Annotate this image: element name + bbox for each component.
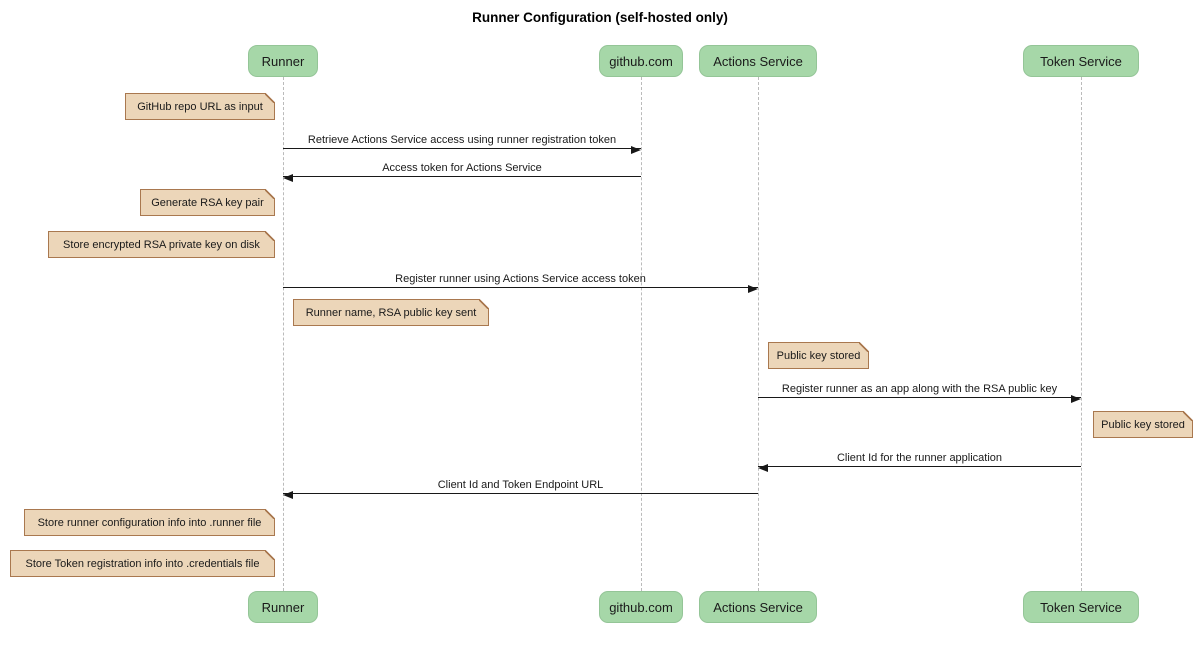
lifeline-token-service <box>1081 77 1082 591</box>
message-line <box>283 148 641 149</box>
participant-runner-bottom: Runner <box>248 591 318 623</box>
arrowhead-right-icon <box>748 284 758 293</box>
participant-runner-top: Runner <box>248 45 318 77</box>
participant-github-bottom: github.com <box>599 591 683 623</box>
message-client-id-token-endpoint: Client Id and Token Endpoint URL <box>283 476 758 499</box>
participant-actions-service-bottom: Actions Service <box>699 591 817 623</box>
lifeline-github <box>641 77 642 591</box>
message-label: Retrieve Actions Service access using ru… <box>307 134 617 146</box>
message-retrieve-actions-service-access: Retrieve Actions Service access using ru… <box>283 131 641 154</box>
message-label: Client Id and Token Endpoint URL <box>437 479 604 491</box>
message-register-runner: Register runner using Actions Service ac… <box>283 270 758 293</box>
message-line <box>283 287 758 288</box>
note-store-token-registration: Store Token registration info into .cred… <box>10 550 275 577</box>
message-label: Register runner as an app along with the… <box>781 383 1058 395</box>
message-client-id-runner-app: Client Id for the runner application <box>758 449 1081 472</box>
message-line <box>283 493 758 494</box>
arrowhead-right-icon <box>631 145 641 154</box>
note-public-key-stored-actions: Public key stored <box>768 342 869 369</box>
message-register-runner-as-app: Register runner as an app along with the… <box>758 380 1081 403</box>
participant-actions-service-top: Actions Service <box>699 45 817 77</box>
lifeline-actions-service <box>758 77 759 591</box>
participant-github-top: github.com <box>599 45 683 77</box>
message-label: Client Id for the runner application <box>836 452 1003 464</box>
note-public-key-stored-token: Public key stored <box>1093 411 1193 438</box>
arrowhead-left-icon <box>758 463 768 472</box>
arrowhead-left-icon <box>283 173 293 182</box>
message-label: Register runner using Actions Service ac… <box>395 273 646 285</box>
participant-token-service-top: Token Service <box>1023 45 1139 77</box>
note-generate-rsa-key-pair: Generate RSA key pair <box>140 189 275 216</box>
note-store-runner-config: Store runner configuration info into .ru… <box>24 509 275 536</box>
note-store-encrypted-rsa-key: Store encrypted RSA private key on disk <box>48 231 275 258</box>
message-access-token: Access token for Actions Service <box>283 159 641 182</box>
arrowhead-right-icon <box>1071 394 1081 403</box>
message-line <box>283 176 641 177</box>
note-github-repo-url: GitHub repo URL as input <box>125 93 275 120</box>
participant-token-service-bottom: Token Service <box>1023 591 1139 623</box>
message-line <box>758 466 1081 467</box>
arrowhead-left-icon <box>283 490 293 499</box>
note-runner-name-public-key: Runner name, RSA public key sent <box>293 299 489 326</box>
message-label: Access token for Actions Service <box>382 162 542 174</box>
lifeline-runner <box>283 77 284 591</box>
diagram-title: Runner Configuration (self-hosted only) <box>472 10 728 25</box>
message-line <box>758 397 1081 398</box>
